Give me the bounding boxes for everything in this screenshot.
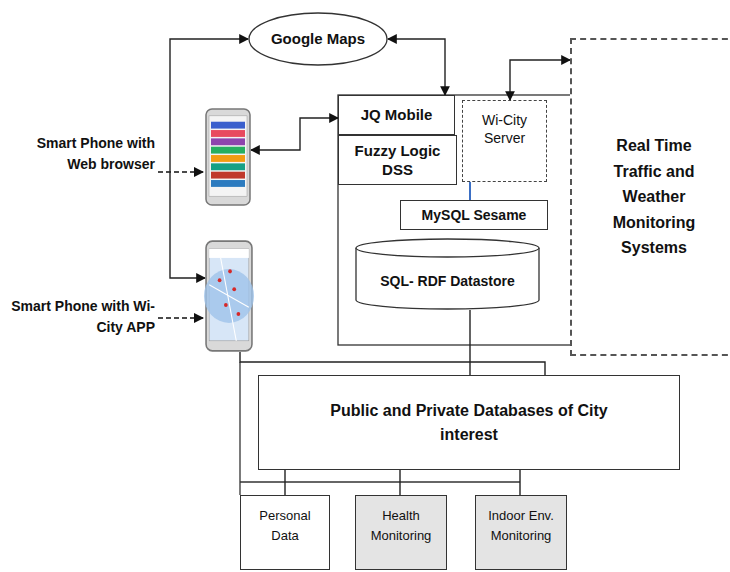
connector (469, 182, 471, 200)
map-service-ellipse: Google Maps (248, 12, 388, 66)
data-source-box: Personal Data (240, 495, 330, 570)
server-box: Wi-City Server (462, 100, 547, 182)
database-band: Public and Private Databases of City int… (258, 375, 680, 470)
bus-line (239, 362, 240, 495)
node-text: Google Maps (271, 29, 365, 49)
node-text: Real Time Traffic and Weather Monitoring… (595, 133, 713, 261)
node-text: Health Monitoring (361, 506, 441, 545)
bus-line (240, 481, 520, 482)
node-text: Fuzzy Logic DSS (343, 141, 452, 180)
node-text: Indoor Env. Monitoring (481, 506, 561, 545)
connector (240, 352, 545, 375)
connector (510, 60, 570, 100)
data-source-box: Indoor Env. Monitoring (475, 495, 567, 570)
pointer-arrow (158, 171, 203, 173)
device-label: Smart Phone with Wi-City APP (5, 296, 155, 338)
connector (251, 118, 338, 150)
phone-illustration (205, 108, 251, 206)
node-text: Wi-City Server (467, 111, 542, 147)
process-box: Fuzzy Logic DSS (338, 135, 457, 185)
database-engine-box: MySQL Sesame (400, 200, 548, 230)
node-text: Public and Private Databases of City int… (319, 399, 619, 447)
smartphone: Smart Phone with Web browser (205, 108, 251, 206)
node-text: JQ Mobile (361, 105, 433, 125)
process-box: JQ Mobile (338, 95, 455, 135)
data-source-box: Health Monitoring (355, 495, 447, 570)
datastore-cylinder: SQL- RDF Datastore (355, 238, 540, 310)
device-label: Smart Phone with Web browser (5, 133, 155, 175)
connector (284, 470, 285, 495)
phone-illustration (205, 240, 253, 352)
node-text: Personal Data (250, 506, 320, 545)
node-text: MySQL Sesame (422, 206, 527, 224)
connector (388, 39, 445, 95)
server-frame (338, 95, 580, 345)
pointer-arrow (158, 317, 203, 319)
connector (469, 310, 470, 375)
connector (519, 470, 520, 495)
connector (399, 470, 400, 495)
smartphone: Smart Phone with Wi-City APP (205, 240, 253, 352)
node-text: SQL- RDF Datastore (380, 272, 515, 290)
external-system-box: Real Time Traffic and Weather Monitoring… (570, 38, 730, 356)
